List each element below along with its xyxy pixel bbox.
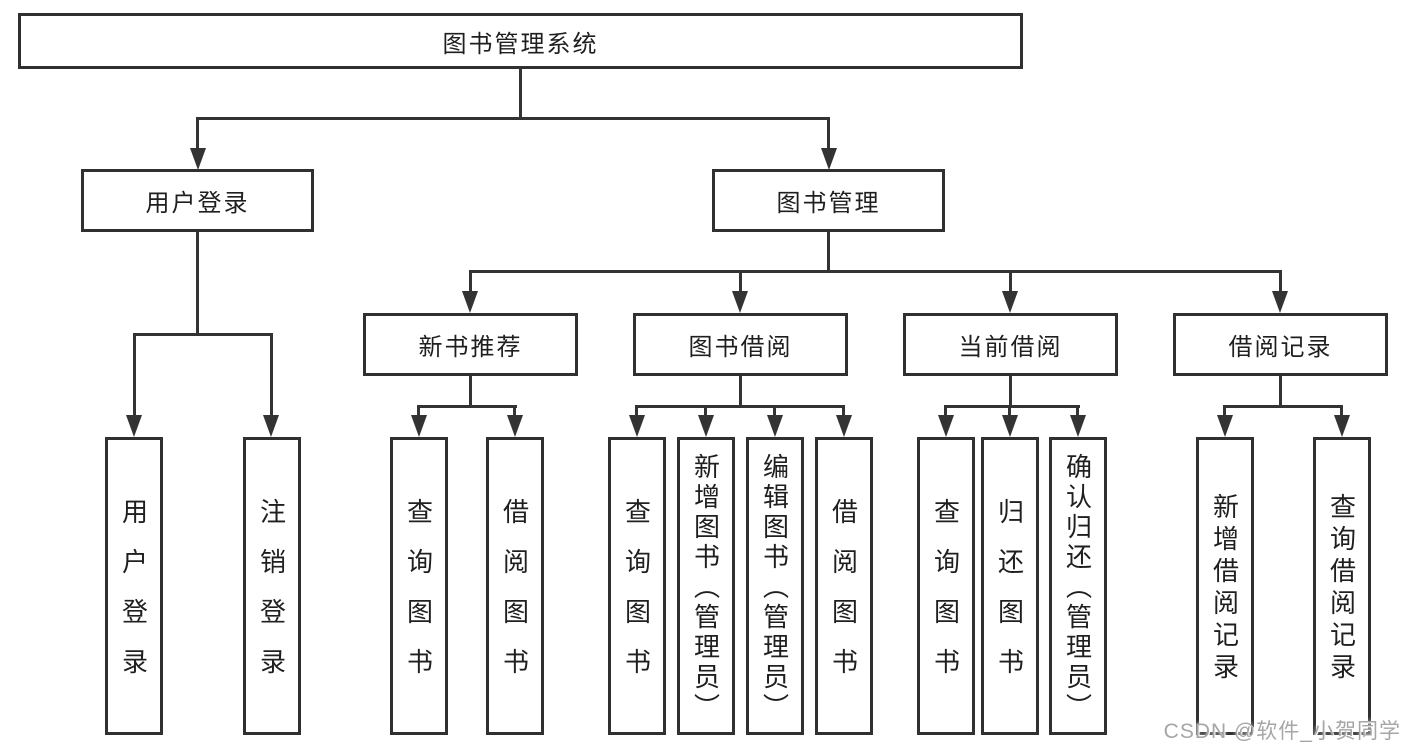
leaf-add-borrow-record: 新增借阅记录	[1196, 437, 1254, 735]
arrow-down-icon	[1272, 291, 1288, 313]
node-label: 新书推荐	[418, 334, 523, 361]
connector-leaf-stem	[270, 333, 273, 417]
node-label: 当前借阅	[958, 334, 1063, 361]
connector-leaf-stem	[704, 405, 707, 419]
leaf-label: 查询图书	[403, 498, 434, 698]
leaf-add-book-admin: 新增图书（管理员）	[677, 437, 735, 735]
connector-leaf-stem	[1076, 405, 1079, 419]
connector-leaf-stem	[1008, 405, 1011, 419]
connector-section-drop	[1009, 376, 1012, 407]
arrow-down-icon	[263, 415, 279, 437]
arrow-down-icon	[411, 415, 427, 437]
connector-mgmt-drop	[827, 232, 830, 272]
node-root: 图书管理系统	[18, 13, 1023, 69]
connector-leaf-stem	[133, 333, 136, 417]
node-book-management-label: 图书管理	[776, 190, 881, 217]
node-user-login-label: 用户登录	[145, 190, 250, 217]
arrow-down-icon	[1070, 415, 1086, 437]
connector-section-drop	[469, 376, 472, 407]
arrow-down-icon	[629, 415, 645, 437]
node-label: 图书借阅	[688, 334, 793, 361]
leaf-query-borrow-record: 查询借阅记录	[1313, 437, 1371, 735]
connector-leaf-stem	[944, 405, 947, 419]
leaf-return-books: 归还图书	[981, 437, 1039, 735]
connector-login-drop	[196, 232, 199, 335]
node-new-book-recommend: 新书推荐	[363, 313, 578, 376]
connector-section-hline	[944, 405, 1080, 408]
leaf-label: 新增借阅记录	[1209, 493, 1240, 685]
connector-section-hline	[1223, 405, 1343, 408]
arrow-down-icon	[1334, 415, 1350, 437]
arrow-down-icon	[190, 148, 206, 170]
node-label: 借阅记录	[1228, 334, 1333, 361]
leaf-label: 新增图书（管理员）	[690, 453, 721, 723]
connector-leaf-stem	[773, 405, 776, 419]
connector-login-hline	[133, 333, 273, 336]
leaf-user-login: 用户登录	[105, 437, 163, 735]
node-root-label: 图书管理系统	[442, 30, 599, 58]
arrow-down-icon	[836, 415, 852, 437]
leaf-edit-book-admin: 编辑图书（管理员）	[746, 437, 804, 735]
connector-root-hline	[196, 117, 830, 120]
watermark: CSDN @软件_小贺同学	[1163, 720, 1401, 743]
leaf-borrow-books: 借阅图书	[815, 437, 873, 735]
connector-root-stem	[519, 69, 522, 119]
leaf-borrow-books-recommend: 借阅图书	[486, 437, 544, 735]
arrow-down-icon	[698, 415, 714, 437]
leaf-logout: 注销登录	[243, 437, 301, 735]
node-book-management: 图书管理	[712, 169, 945, 232]
connector-leaf-stem	[417, 405, 420, 419]
arrow-down-icon	[821, 148, 837, 170]
connector-mgmt-stem	[827, 117, 830, 151]
connector-leaf-stem	[635, 405, 638, 419]
node-book-borrow: 图书借阅	[633, 313, 848, 376]
connector-mgmt-hline	[469, 270, 1282, 273]
leaf-label: 编辑图书（管理员）	[759, 453, 790, 723]
leaf-query-books-borrow: 查询图书	[608, 437, 666, 735]
leaf-query-books-recommend: 查询图书	[390, 437, 448, 735]
node-current-borrow: 当前借阅	[903, 313, 1118, 376]
leaf-label: 注销登录	[256, 498, 287, 698]
leaf-label: 查询图书	[621, 498, 652, 698]
arrow-down-icon	[732, 291, 748, 313]
connector-section-drop	[739, 376, 742, 407]
arrow-down-icon	[1002, 415, 1018, 437]
connector-section-stem	[1009, 270, 1012, 295]
leaf-label: 查询图书	[930, 498, 961, 698]
leaf-label: 借阅图书	[828, 498, 859, 698]
arrow-down-icon	[126, 415, 142, 437]
leaf-label: 借阅图书	[499, 498, 530, 698]
connector-section-drop	[1279, 376, 1282, 407]
connector-section-stem	[1279, 270, 1282, 295]
arrow-down-icon	[767, 415, 783, 437]
leaf-confirm-return-admin: 确认归还（管理员）	[1049, 437, 1107, 735]
leaf-query-books-current: 查询图书	[917, 437, 975, 735]
leaf-label: 用户登录	[118, 498, 149, 698]
node-user-login: 用户登录	[81, 169, 314, 232]
arrow-down-icon	[1217, 415, 1233, 437]
arrow-down-icon	[938, 415, 954, 437]
leaf-label: 归还图书	[994, 498, 1025, 698]
arrow-down-icon	[462, 291, 478, 313]
connector-login-stem	[196, 117, 199, 151]
connector-section-hline	[417, 405, 517, 408]
connector-section-stem	[469, 270, 472, 295]
connector-leaf-stem	[513, 405, 516, 419]
node-borrow-records: 借阅记录	[1173, 313, 1388, 376]
connector-leaf-stem	[842, 405, 845, 419]
arrow-down-icon	[507, 415, 523, 437]
leaf-label: 查询借阅记录	[1326, 493, 1357, 685]
connector-leaf-stem	[1340, 405, 1343, 419]
connector-section-stem	[739, 270, 742, 295]
connector-leaf-stem	[1223, 405, 1226, 419]
arrow-down-icon	[1002, 291, 1018, 313]
leaf-label: 确认归还（管理员）	[1062, 453, 1093, 723]
connector-section-hline	[635, 405, 845, 408]
